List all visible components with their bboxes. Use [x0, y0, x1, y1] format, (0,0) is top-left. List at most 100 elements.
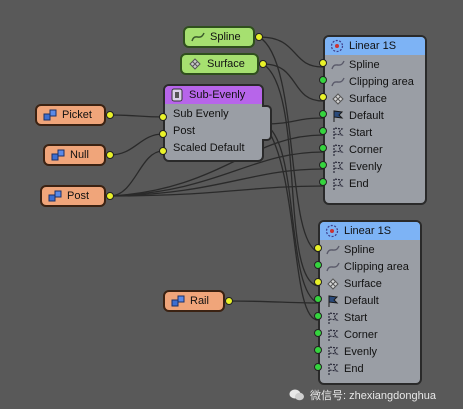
linear-distribution-icon [325, 224, 339, 238]
spline-curve-icon [191, 32, 205, 42]
linear-row-label: Evenly [344, 345, 378, 358]
sub-evenly-output-tab[interactable] [262, 105, 272, 141]
rail-node[interactable]: Rail [163, 290, 225, 312]
linear-row-corner: Corner [325, 141, 425, 158]
linear-row-label: Default [344, 294, 379, 307]
linear-row-surface: Surface [320, 275, 420, 292]
surface-grid-icon [332, 92, 344, 105]
spline-node[interactable]: Spline [183, 26, 255, 48]
rail-output-port[interactable] [225, 297, 233, 305]
linear-row-label: Corner [344, 328, 378, 341]
surface-node[interactable]: Surface [180, 53, 259, 75]
flag-icon [328, 294, 339, 307]
linear-input-port[interactable] [319, 59, 327, 67]
surface-grid-icon [327, 277, 339, 290]
flag-outline-icon [333, 177, 344, 190]
linear-input-port[interactable] [314, 312, 322, 320]
linear-input-port[interactable] [314, 295, 322, 303]
flag-outline-icon [328, 362, 339, 375]
surface-output-port[interactable] [259, 60, 267, 68]
linear-input-port[interactable] [314, 346, 322, 354]
sub-evenly-input-port[interactable] [159, 113, 167, 121]
watermark-text: 微信号: zhexiangdonghua [310, 390, 436, 402]
linear-row-evenly: Evenly [320, 343, 420, 360]
linear-row-label: Clipping area [349, 75, 414, 88]
sub-evenly-icon [171, 88, 183, 102]
surface-node-label: Surface [207, 58, 245, 70]
scaled-default-row: Scaled Default [173, 141, 245, 154]
null-node[interactable]: Null [43, 144, 106, 166]
flag-outline-icon [328, 345, 339, 358]
linear-row-corner: Corner [320, 326, 420, 343]
linear-input-port[interactable] [319, 93, 327, 101]
linear-input-port[interactable] [319, 127, 327, 135]
sub-evenly-node[interactable]: Sub-Evenly Sub Evenly Post Scaled Defaul… [163, 84, 264, 162]
linear-row-evenly: Evenly [325, 158, 425, 175]
linear-input-port[interactable] [314, 329, 322, 337]
object-cubes-icon [51, 149, 65, 161]
linear-input-port[interactable] [319, 144, 327, 152]
sub-evenly-header[interactable]: Sub-Evenly [165, 86, 262, 104]
sub-evenly-row: Sub Evenly [173, 107, 229, 120]
spline-node-label: Spline [210, 31, 241, 43]
linear-row-spline: Spline [325, 56, 425, 73]
linear-input-port[interactable] [319, 76, 327, 84]
linear-row-clipping-area: Clipping area [325, 73, 425, 90]
spline-curve-icon [326, 262, 340, 271]
linear-row-label: Start [344, 311, 368, 324]
linear-row-label: Spline [344, 243, 375, 256]
linear-1s-title-2: Linear 1S [344, 225, 392, 237]
flag-icon [333, 109, 344, 122]
flag-outline-icon [333, 126, 344, 139]
wechat-icon [289, 389, 304, 401]
linear-row-label: Clipping area [344, 260, 409, 273]
spline-output-port[interactable] [255, 33, 263, 41]
linear-row-clipping-area: Clipping area [320, 258, 420, 275]
post-node-label: Post [67, 190, 90, 202]
post-input-port[interactable] [159, 130, 167, 138]
flag-outline-icon [328, 311, 339, 324]
post-row: Post [173, 124, 196, 137]
spline-curve-icon [326, 245, 340, 254]
linear-input-port[interactable] [314, 244, 322, 252]
linear-distribution-icon [330, 39, 344, 53]
linear-row-label: End [349, 177, 369, 190]
linear-row-end: End [320, 360, 420, 377]
sub-evenly-title: Sub-Evenly [189, 89, 246, 101]
linear-input-port[interactable] [319, 110, 327, 118]
linear-row-label: Start [349, 126, 373, 139]
spline-curve-icon [331, 77, 345, 86]
linear-row-label: Surface [349, 92, 387, 105]
linear-row-label: Default [349, 109, 384, 122]
linear-row-label: Evenly [349, 160, 383, 173]
object-cubes-icon [48, 190, 62, 202]
flag-outline-icon [333, 143, 344, 156]
null-node-label: Null [70, 149, 89, 161]
linear-1s-header-2[interactable]: Linear 1S [320, 222, 420, 240]
linear-row-end: End [325, 175, 425, 192]
linear-input-port[interactable] [314, 363, 322, 371]
linear-row-label: End [344, 362, 364, 375]
post-output-port[interactable] [106, 192, 114, 200]
post-node[interactable]: Post [40, 185, 106, 207]
flag-outline-icon [333, 160, 344, 173]
linear-1s-title-1: Linear 1S [349, 40, 397, 52]
linear-input-port[interactable] [319, 161, 327, 169]
linear-input-port[interactable] [319, 178, 327, 186]
picket-node[interactable]: Picket [35, 104, 106, 126]
picket-output-port[interactable] [106, 111, 114, 119]
linear-input-port[interactable] [314, 261, 322, 269]
linear-row-spline: Spline [320, 241, 420, 258]
linear-input-port[interactable] [314, 278, 322, 286]
linear-1s-header-1[interactable]: Linear 1S [325, 37, 425, 55]
scaled-default-input-port[interactable] [159, 147, 167, 155]
surface-grid-icon [189, 58, 201, 70]
linear-row-surface: Surface [325, 90, 425, 107]
linear-row-label: Corner [349, 143, 383, 156]
linear-row-label: Surface [344, 277, 382, 290]
object-cubes-icon [171, 295, 185, 307]
null-output-port[interactable] [106, 151, 114, 159]
linear-row-default: Default [325, 107, 425, 124]
